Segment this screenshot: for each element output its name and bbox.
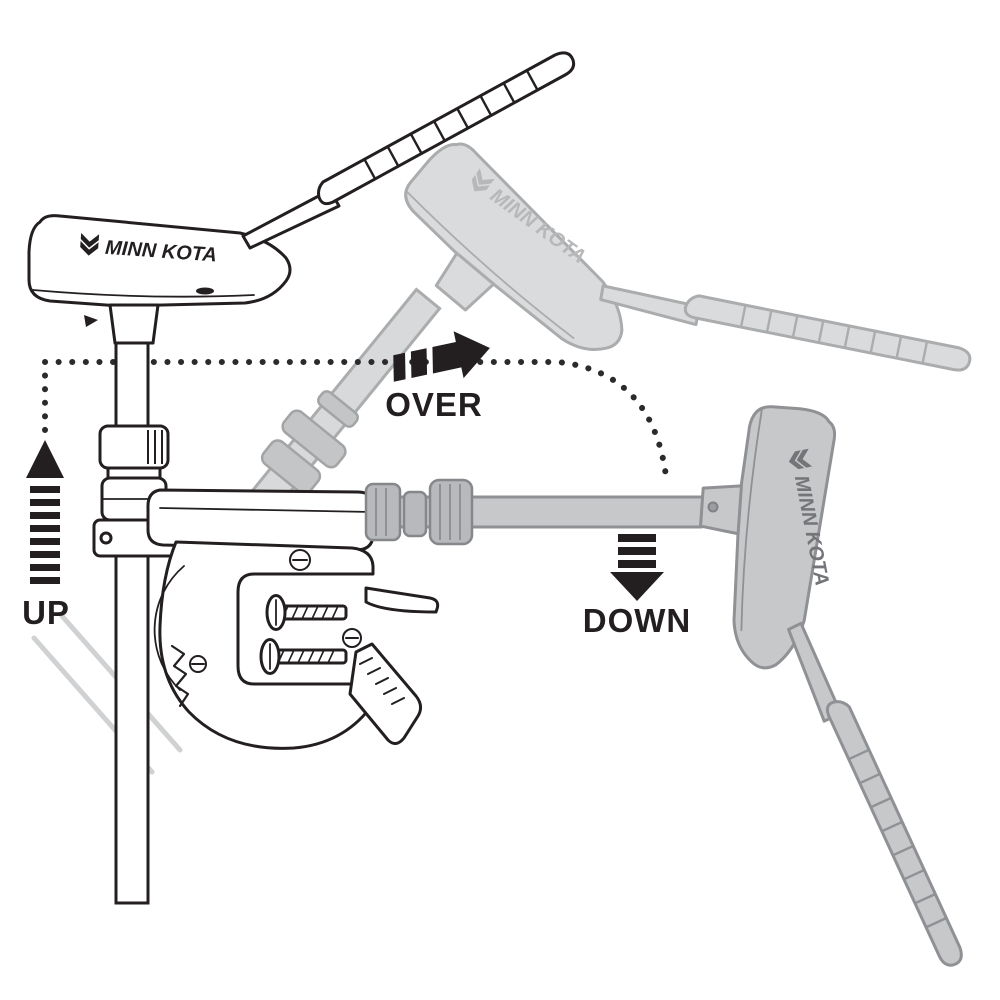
bracket-arm-seam	[159, 507, 373, 513]
head-vent	[196, 287, 214, 295]
clamp-screw	[259, 638, 348, 675]
label-up: UP	[22, 594, 70, 631]
ratchet-teeth	[359, 657, 405, 705]
clamp-screw	[265, 594, 348, 631]
bracket-serration	[170, 644, 190, 708]
clamp-bracket	[92, 488, 440, 750]
stowed-motor	[364, 400, 1000, 968]
stowed-depth-collar	[428, 478, 474, 546]
bracket-bolt	[99, 531, 113, 545]
stowed-depth-collar	[364, 482, 402, 542]
label-down: DOWN	[583, 602, 691, 639]
ghost-depth-collar	[281, 409, 347, 469]
ghost-depth-collar	[317, 390, 359, 428]
bracket-body	[158, 540, 377, 750]
stowed-motor-head-handle	[669, 400, 1000, 968]
collar-knurl-lines	[147, 430, 163, 464]
down-arrow-icon	[610, 534, 664, 601]
upright-shaft-assembly	[98, 341, 170, 905]
bracket-inner-arc	[153, 565, 185, 691]
stowed-pivot-pin	[707, 501, 719, 513]
transom-edge-lines	[31, 613, 183, 775]
tilt-lever	[364, 586, 440, 614]
label-over: OVER	[385, 386, 483, 423]
bracket-bolt-heads	[189, 549, 362, 673]
ghost-depth-collar	[260, 439, 322, 495]
stowed-collar-small	[402, 490, 428, 538]
depth-collar-knurled	[98, 424, 170, 470]
up-arrow-icon	[26, 440, 64, 584]
upright-motor	[27, 51, 576, 345]
neck-tab	[84, 315, 98, 327]
over-arrow-icon	[393, 331, 490, 382]
motion-path-dotted	[42, 359, 669, 479]
